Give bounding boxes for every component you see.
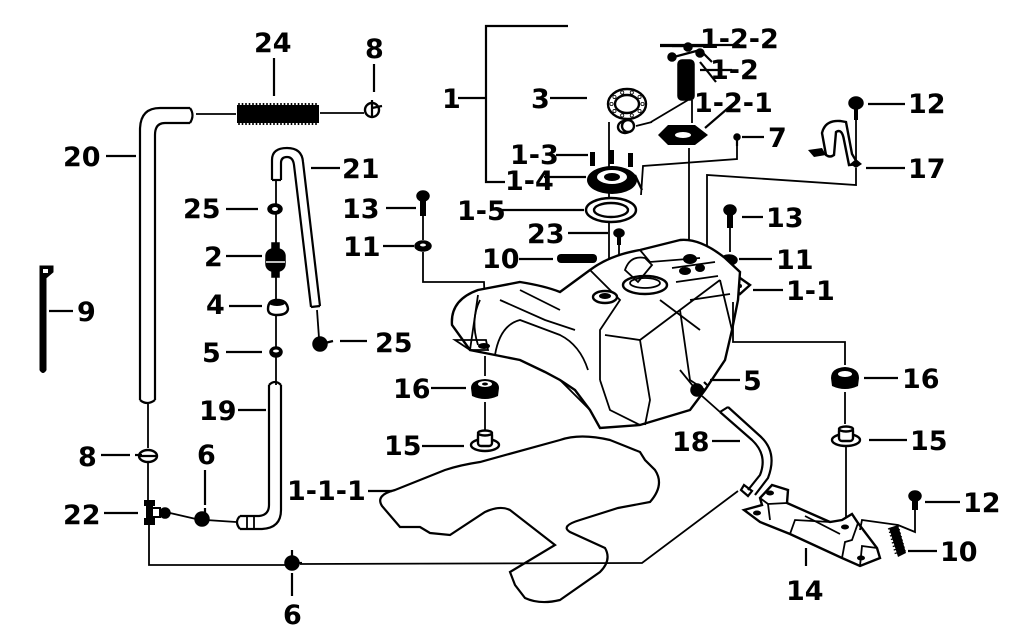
callout-19: 19 [199, 396, 237, 427]
bolt-12-lower [908, 490, 922, 510]
callout-6-upper: 6 [197, 440, 216, 471]
corrugated-hose-24 [237, 103, 319, 125]
screw-7 [733, 133, 741, 146]
t-fitting-22 [144, 500, 171, 525]
callout-12-lower: 12 [963, 488, 1001, 519]
callout-1-3: 1-3 [510, 140, 559, 171]
callout-1-5: 1-5 [457, 196, 506, 227]
callout-6-lower: 6 [283, 600, 302, 630]
callout-1-2-2: 1-2-2 [700, 24, 779, 55]
callout-22: 22 [63, 500, 101, 531]
ring-nut-3 [606, 87, 648, 121]
callout-8-top: 8 [365, 34, 384, 65]
hose-10-lower [887, 525, 906, 557]
callout-3: 3 [531, 84, 550, 115]
assembly-line [640, 146, 738, 196]
callout-25-lower: 25 [375, 328, 413, 359]
collar-15-right [830, 425, 862, 448]
assembly-line [679, 369, 694, 387]
clamp-25-lower [312, 309, 334, 352]
hose-10-upper [557, 254, 597, 263]
float-1-2 [616, 118, 636, 135]
rubber-mount-16-right [831, 367, 859, 389]
assembly-line [205, 519, 237, 523]
callout-9: 9 [77, 297, 96, 328]
bracket-1 [484, 24, 568, 184]
bolt-23 [613, 228, 625, 245]
fuel-tank-1-1 [450, 238, 742, 430]
clamp-5-left [269, 346, 283, 358]
callout-13-right: 13 [766, 203, 804, 234]
hose-21 [270, 146, 322, 309]
callout-21: 21 [342, 154, 380, 185]
clamp-5-right [690, 381, 708, 397]
bolt-12-top [848, 96, 864, 120]
callout-11-left: 11 [343, 232, 381, 263]
gasket-1-2-1 [658, 125, 708, 145]
collar-15-left [469, 429, 501, 453]
hose-20 [138, 106, 194, 405]
clamp-8-top [363, 100, 383, 119]
callout-13-left: 13 [342, 194, 380, 225]
callout-12-top: 12 [908, 89, 946, 120]
assembly-line [148, 525, 285, 566]
callout-14: 14 [786, 576, 824, 607]
callout-1-1-1: 1-1-1 [287, 476, 366, 507]
callout-10-upper: 10 [482, 244, 520, 275]
gasket-1-5 [584, 196, 638, 224]
clamp-4 [266, 298, 290, 317]
clamp-8-lower [135, 448, 159, 464]
callout-2: 2 [204, 242, 223, 273]
hose-18 [719, 406, 773, 498]
assembly-line [169, 512, 197, 520]
callout-4: 4 [206, 290, 225, 321]
bracket-14 [741, 483, 882, 568]
bolt-13-right [723, 204, 737, 228]
clamp-25-upper [267, 203, 283, 215]
callout-17: 17 [908, 154, 946, 185]
bracket-17 [808, 119, 862, 168]
callout-20: 20 [63, 142, 101, 173]
callout-18: 18 [672, 427, 710, 458]
assembly-line [299, 490, 739, 565]
clamp-6-upper [194, 508, 210, 527]
assembly-line [732, 302, 846, 365]
callout-15-left: 15 [384, 431, 422, 462]
tank-pad-1-1-1 [379, 435, 661, 604]
callout-25-upper: 25 [183, 194, 221, 225]
assembly-line [701, 395, 721, 413]
callout-5-left: 5 [202, 338, 221, 369]
callout-24: 24 [254, 28, 292, 59]
callout-1-2: 1-2 [710, 55, 759, 86]
callout-16-left: 16 [393, 374, 431, 405]
callout-1-4: 1-4 [505, 166, 554, 197]
callout-7: 7 [768, 123, 787, 154]
hose-19 [235, 380, 283, 531]
callout-11-right: 11 [776, 245, 814, 276]
callout-8-lower: 8 [78, 442, 97, 473]
callout-10-lower: 10 [940, 537, 978, 568]
pump-flange-1-4 [587, 150, 643, 194]
callout-5-right: 5 [743, 366, 762, 397]
leader-line [704, 102, 735, 129]
bolt-13-left [416, 190, 430, 216]
callout-1-1: 1-1 [786, 276, 835, 307]
washer-11-left [414, 240, 432, 252]
callout-1: 1 [442, 84, 461, 115]
assembly-line [650, 99, 689, 123]
clamp-6-lower [284, 550, 302, 571]
callout-16-right: 16 [902, 364, 940, 395]
callout-23: 23 [527, 219, 565, 250]
callout-15-right: 15 [910, 426, 948, 457]
callout-1-2-1: 1-2-1 [694, 88, 773, 119]
tie-strap-9 [39, 265, 54, 373]
fuel-filter-2 [265, 242, 286, 278]
rubber-mount-16-left [471, 379, 499, 399]
assembly-line [859, 510, 916, 534]
assembly-line [706, 168, 857, 265]
